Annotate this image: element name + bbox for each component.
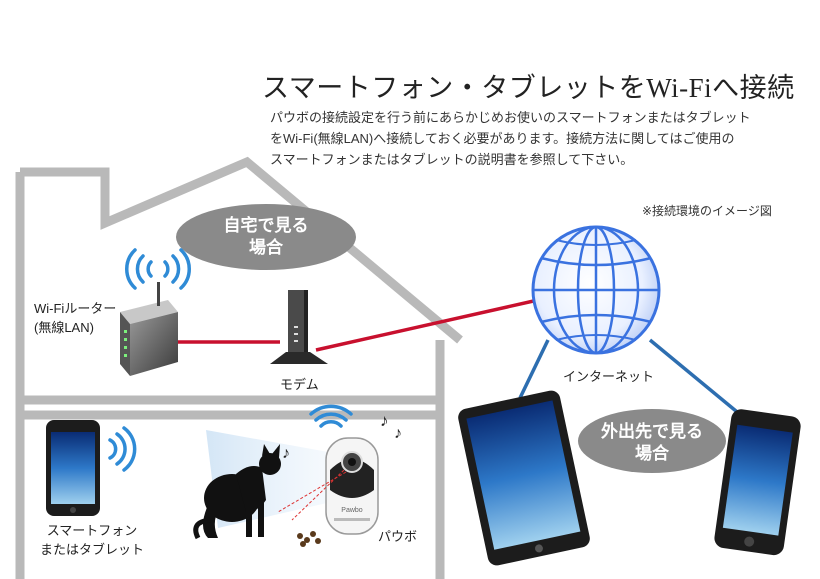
laser-lines: [277, 469, 347, 521]
wired-connections: [175, 298, 539, 352]
smartphone-icon: [714, 409, 801, 556]
router-icon: [120, 282, 178, 376]
cat-icon: [193, 444, 281, 540]
phone-label: スマートフォン またはタブレット: [40, 520, 144, 558]
router-label-line1: Wi-Fiルーター: [34, 301, 117, 316]
internet-label: インターネット: [563, 369, 655, 384]
description-line: をWi-Fi(無線LAN)へ接続しておく必要があります。接続方法に関してはご使用…: [270, 131, 735, 146]
svg-text:♪: ♪: [282, 445, 290, 462]
music-note-icon: ♪ ♪ ♪: [282, 411, 402, 462]
tablet-icon: [458, 390, 590, 566]
pawbo-logo: Pawbo: [341, 507, 363, 514]
description-line: スマートフォンまたはタブレットの説明書を参照して下さい。: [270, 152, 634, 167]
page-title: スマートフォン・タブレットをWi-Fiへ接続: [262, 73, 795, 103]
router-label-line2: (無線LAN): [34, 320, 94, 335]
svg-text:♪: ♪: [380, 411, 389, 430]
home-bubble-line1: 自宅で見る: [224, 215, 309, 236]
home-bubble: [176, 204, 356, 270]
router-label: Wi-Fiルーター (無線LAN): [34, 298, 116, 336]
modem-label: モデム: [280, 377, 319, 392]
page-description: パウボの接続設定を行う前にあらかじめお使いのスマートフォンまたはタブレット をW…: [270, 107, 751, 170]
globe-icon: [531, 225, 661, 355]
phone-label-line1: スマートフォン: [46, 523, 138, 538]
description-line: パウボの接続設定を行う前にあらかじめお使いのスマートフォンまたはタブレット: [270, 110, 751, 125]
away-bubble-line2: 場合: [635, 443, 670, 464]
wifi-icon: [108, 426, 137, 472]
wifi-icon: [309, 404, 353, 428]
wireless-connections: [518, 338, 744, 418]
away-bubble-line1: 外出先で見る: [601, 421, 703, 442]
diagram-note: ※接続環境のイメージ図: [642, 204, 772, 218]
phone-label-line2: またはタブレット: [40, 542, 145, 557]
away-bubble: [578, 409, 726, 473]
pet-camera-icon: [325, 437, 379, 535]
modem-icon: [270, 290, 328, 364]
svg-text:♪: ♪: [394, 425, 402, 442]
pawbo-label: パウボ: [378, 529, 418, 544]
home-bubble-line2: 場合: [249, 237, 284, 258]
smartphone-icon: [46, 420, 100, 516]
wifi-icon: [125, 248, 191, 290]
cat-food-icon: [297, 531, 321, 547]
